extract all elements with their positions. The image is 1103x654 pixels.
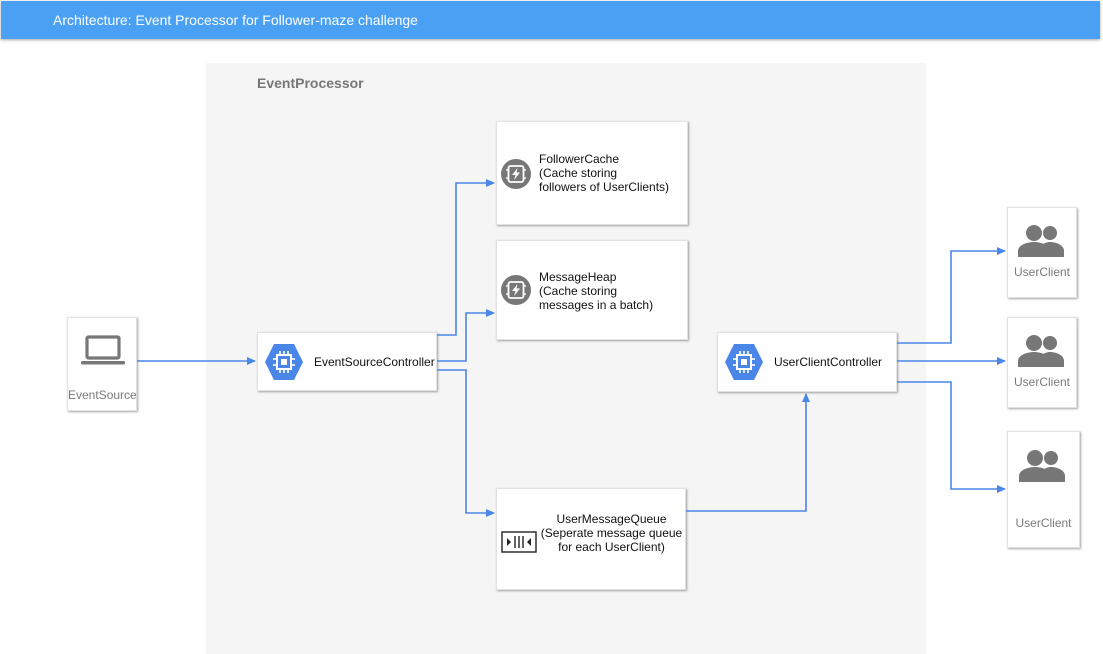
user-client-controller-node[interactable]: UserClientController xyxy=(717,332,897,392)
memorystore-icon xyxy=(501,159,531,189)
group-label: EventProcessor xyxy=(257,75,364,91)
message-heap-node[interactable]: MessageHeap (Cache storing messages in a… xyxy=(496,240,688,340)
user-client-label: UserClient xyxy=(1013,375,1070,389)
user-message-queue-title: UserMessageQueue xyxy=(556,512,667,526)
user-message-queue-text: UserMessageQueue (Seperate message queue… xyxy=(539,512,684,554)
user-message-queue-desc-2: for each UserClient) xyxy=(558,540,665,554)
event-source-controller-label: EventSourceController xyxy=(314,355,435,369)
user-message-queue-node[interactable]: UserMessageQueue (Seperate message queue… xyxy=(496,488,686,590)
follower-cache-desc-2: followers of UserClients) xyxy=(539,180,670,194)
event-source-label: EventSource xyxy=(68,388,137,402)
memorystore-icon xyxy=(501,275,531,305)
user-message-queue-desc-1: (Seperate message queue xyxy=(540,526,683,540)
users-icon xyxy=(1018,225,1064,257)
pubsub-queue-icon xyxy=(501,531,537,553)
users-icon xyxy=(1018,335,1064,367)
follower-cache-desc-1: (Cache storing xyxy=(539,166,618,180)
title-bar: Architecture: Event Processor for Follow… xyxy=(1,1,1100,39)
follower-cache-title: FollowerCache xyxy=(539,152,620,166)
follower-cache-node[interactable]: FollowerCache (Cache storing followers o… xyxy=(496,121,688,225)
message-heap-title: MessageHeap xyxy=(539,270,617,284)
laptop-icon xyxy=(81,335,125,365)
compute-engine-icon xyxy=(725,344,763,380)
user-client-label: UserClient xyxy=(1015,516,1072,530)
message-heap-desc-1: (Cache storing xyxy=(539,284,618,298)
user-client-controller-label: UserClientController xyxy=(774,355,883,369)
user-client-node[interactable]: UserClient xyxy=(1007,431,1080,548)
message-heap-desc-2: messages in a batch) xyxy=(539,298,654,312)
compute-engine-icon xyxy=(265,343,303,380)
event-source-node[interactable]: EventSource xyxy=(67,317,137,411)
users-icon xyxy=(1019,450,1065,482)
event-source-controller-node[interactable]: EventSourceController xyxy=(257,332,437,391)
diagram-title: Architecture: Event Processor for Follow… xyxy=(53,12,418,28)
user-client-label: UserClient xyxy=(1013,265,1070,279)
user-client-node[interactable]: UserClient xyxy=(1007,207,1077,298)
user-client-node[interactable]: UserClient xyxy=(1007,317,1077,408)
